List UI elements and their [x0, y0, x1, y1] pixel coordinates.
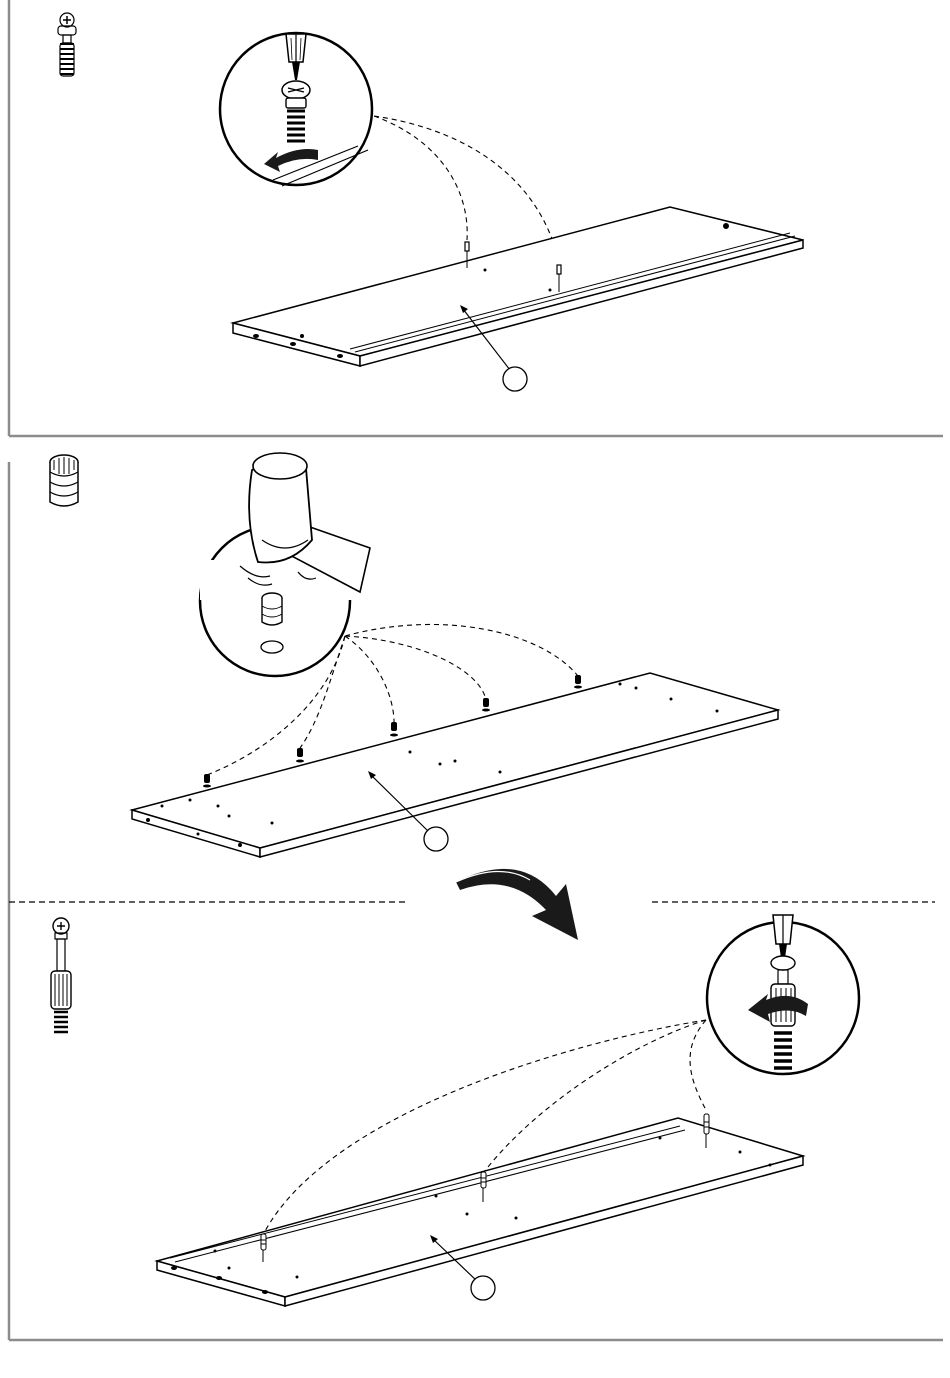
step-frame-top — [9, 0, 943, 436]
leader-lines-1 — [374, 116, 559, 262]
flip-arrow-icon — [456, 869, 578, 940]
hammer-icon — [200, 453, 370, 600]
panel-step-2 — [132, 673, 778, 857]
detail-circle-screwdriver-3 — [707, 915, 859, 1074]
connector-bolt-icon — [51, 918, 71, 1032]
detail-circle-screwdriver-1 — [220, 33, 372, 186]
panel-step-1 — [233, 207, 803, 366]
cam-bolt-icon — [58, 13, 76, 76]
detail-circle-hammer — [200, 453, 370, 676]
dowel-icon — [50, 455, 78, 506]
